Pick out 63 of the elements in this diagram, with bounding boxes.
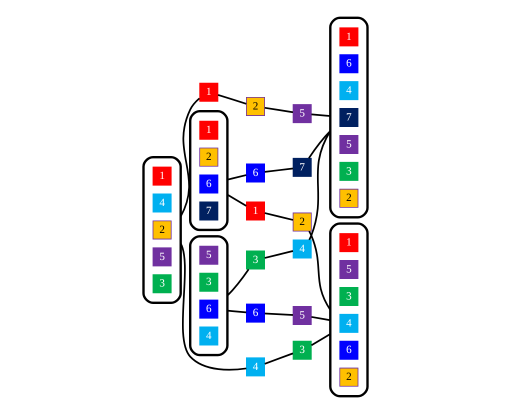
node-box: 2 <box>152 220 172 240</box>
node-box: 1 <box>199 120 218 140</box>
node-box: 5 <box>339 260 358 280</box>
connector <box>264 212 294 221</box>
node-box: 6 <box>199 300 218 319</box>
node-box: 3 <box>339 286 358 306</box>
node-box: 2 <box>339 188 358 208</box>
node-box: 6 <box>339 54 358 74</box>
node-box: 3 <box>199 272 218 292</box>
node-box: 4 <box>152 194 172 213</box>
node-box: 5 <box>152 247 172 266</box>
cluster <box>189 235 229 356</box>
connector <box>226 194 247 207</box>
node-box: 5 <box>292 306 312 325</box>
node-box: 4 <box>339 81 358 100</box>
node-box: 1 <box>339 27 358 46</box>
node-box: 2 <box>292 212 312 232</box>
node-box: 3 <box>152 274 172 294</box>
connector <box>308 230 332 310</box>
node-box: 4 <box>292 239 312 258</box>
connector <box>218 94 247 105</box>
node-box: 2 <box>246 96 265 116</box>
node-box: 6 <box>199 174 218 194</box>
node-box: 4 <box>246 357 265 376</box>
connector <box>180 243 246 371</box>
connector <box>264 168 294 173</box>
cluster <box>142 156 182 304</box>
node-box: 3 <box>339 162 358 181</box>
connector <box>227 174 246 181</box>
node-box: 5 <box>199 246 218 265</box>
connector <box>308 130 332 240</box>
node-box: 1 <box>339 233 358 252</box>
node-box: 5 <box>292 104 312 124</box>
connector <box>311 316 330 322</box>
connector <box>180 98 200 217</box>
node-box: 1 <box>199 82 218 102</box>
node-box: 6 <box>339 340 358 360</box>
node-box: 4 <box>199 326 218 346</box>
node-box: 2 <box>339 368 358 387</box>
node-box: 7 <box>339 108 358 128</box>
node-box: 4 <box>339 314 358 333</box>
connector <box>311 333 331 346</box>
node-box: 6 <box>246 304 265 323</box>
connector <box>264 352 294 365</box>
cluster <box>189 110 229 232</box>
node-box: 5 <box>339 134 358 154</box>
node-box: 6 <box>246 163 265 182</box>
connector <box>311 113 330 117</box>
connector <box>308 130 331 159</box>
node-box: 1 <box>152 166 172 186</box>
connector <box>227 310 246 314</box>
node-box: 2 <box>199 148 218 167</box>
node-box: 1 <box>246 201 265 220</box>
node-box: 3 <box>246 250 265 270</box>
cluster <box>329 16 369 218</box>
node-box: 7 <box>292 158 312 177</box>
cluster <box>329 222 369 398</box>
node-box: 7 <box>199 201 218 220</box>
connector <box>264 250 294 259</box>
connector <box>264 312 293 316</box>
connector <box>264 106 294 114</box>
node-box: 3 <box>292 340 312 360</box>
connector <box>226 268 250 296</box>
